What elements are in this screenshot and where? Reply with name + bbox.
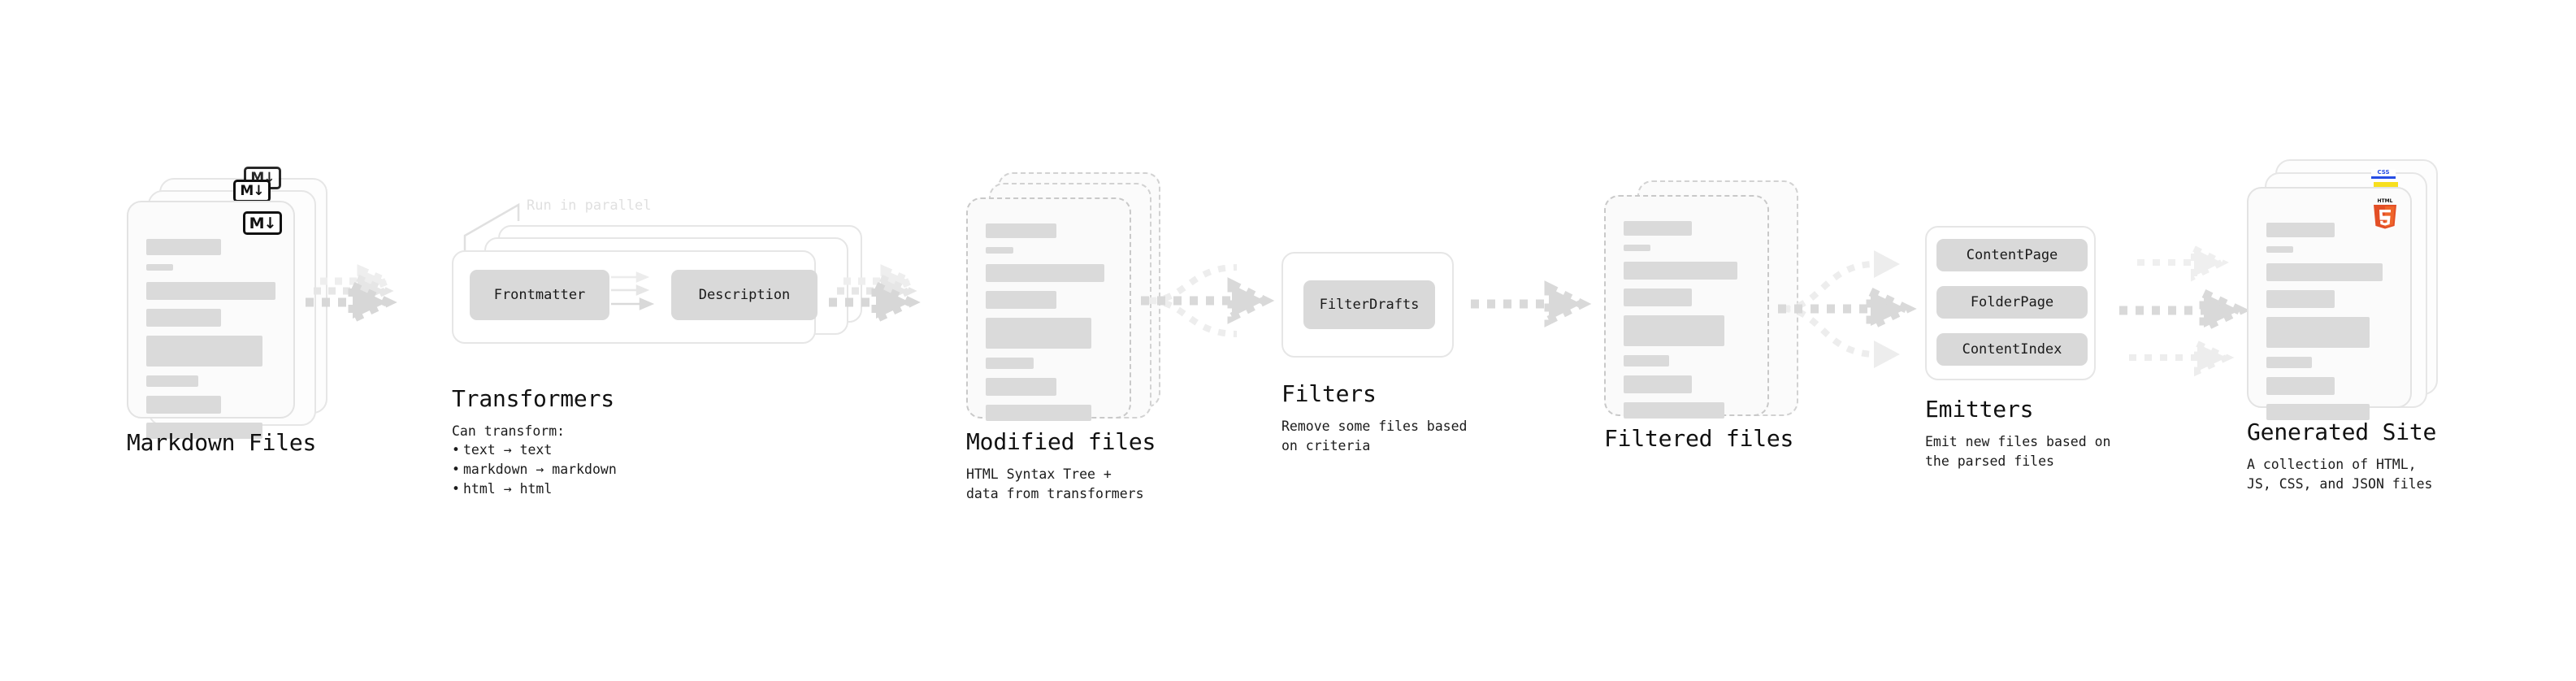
- html5-icon: HTML: [2374, 198, 2396, 229]
- modified-files-title: Modified files: [966, 428, 1156, 455]
- run-in-parallel-label: Run in parallel: [527, 197, 652, 214]
- connector-modified-to-filters: [1141, 264, 1275, 337]
- filtered-files-title: Filtered files: [1604, 425, 1794, 452]
- transformer-inner-arrows: [611, 271, 655, 310]
- transformers-bullets: •text → text •markdown → markdown •html …: [452, 440, 617, 499]
- markdown-card: M↓: [127, 201, 295, 439]
- pill-contentindex[interactable]: ContentIndex: [1936, 333, 2088, 366]
- pill-folderpage[interactable]: FolderPage: [1936, 286, 2088, 319]
- svg-text:HTML: HTML: [2378, 198, 2393, 204]
- emitters-group-box: ContentPage FolderPage ContentIndex: [1925, 226, 2096, 380]
- filters-subtitle: Remove some files based on criteria: [1281, 419, 1468, 453]
- markdown-skeleton: [146, 239, 275, 448]
- filters-title: Filters: [1281, 380, 1377, 407]
- transformer-group-box: Frontmatter Description: [452, 250, 817, 344]
- pill-contentpage[interactable]: ContentPage: [1936, 239, 2088, 271]
- connector-filtered-to-emitters: [1778, 250, 1917, 368]
- transformers-subtitle: Can transform:: [452, 423, 566, 439]
- transformers-title: Transformers: [452, 385, 614, 412]
- site-skeleton: [2266, 223, 2392, 429]
- connector-md-to-transformers: [306, 264, 397, 326]
- bullet-2: •html → html: [452, 480, 553, 497]
- connector-transformers-to-modified: [829, 264, 921, 326]
- markdown-files-title: Markdown Files: [127, 429, 317, 456]
- modified-card: [966, 197, 1131, 421]
- site-card: HTML: [2247, 187, 2412, 420]
- generated-site-title: Generated Site: [2247, 419, 2437, 445]
- filters-group-box: FilterDrafts: [1281, 252, 1454, 358]
- connector-filters-to-filtered: [1471, 280, 1592, 327]
- bullet-0: •text → text: [452, 442, 553, 458]
- pill-frontmatter[interactable]: Frontmatter: [470, 270, 609, 320]
- run-in-parallel-bracket: [463, 202, 520, 250]
- markdown-icon-ghost-1: M↓: [233, 180, 271, 202]
- emitters-title: Emitters: [1925, 396, 2034, 423]
- modified-files-subtitle: HTML Syntax Tree + data from transformer…: [966, 466, 1144, 501]
- css-icon: CSS: [2371, 169, 2396, 179]
- filtered-skeleton: [1624, 221, 1750, 427]
- connector-emitters-to-site: [2119, 243, 2250, 377]
- modified-skeleton: [986, 223, 1112, 430]
- emitters-subtitle: Emit new files based on the parsed files: [1925, 434, 2111, 469]
- pill-description[interactable]: Description: [671, 270, 817, 320]
- bullet-1: •markdown → markdown: [452, 461, 617, 477]
- filtered-card: [1604, 195, 1769, 419]
- generated-site-subtitle: A collection of HTML, JS, CSS, and JSON …: [2247, 457, 2433, 492]
- pill-filterdrafts[interactable]: FilterDrafts: [1303, 280, 1435, 329]
- markdown-icon: M↓: [243, 211, 282, 235]
